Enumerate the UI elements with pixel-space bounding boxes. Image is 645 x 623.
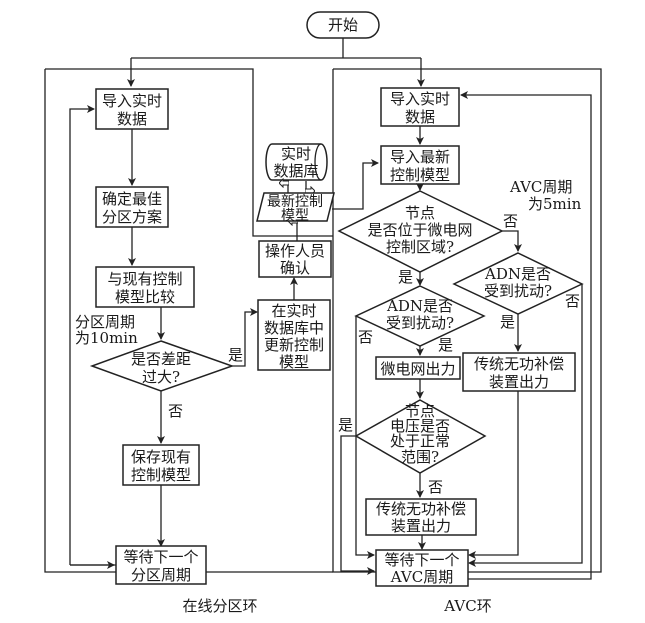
voltage-line4: 范围? (401, 448, 439, 466)
determine-partition-line2: 分区方案 (102, 208, 162, 226)
microgrid-output-label: 微电网出力 (380, 360, 455, 378)
left-loop-caption: 在线分区环 (182, 597, 257, 615)
operator-confirm-line2: 确认 (280, 259, 310, 277)
arrow-voltage-yes-to-wait (340, 435, 375, 575)
traditional-output-left-box (365, 498, 477, 536)
right-period-note-line2: 为5min (528, 195, 582, 213)
left-import-data-line1: 导入实时 (102, 92, 162, 110)
adn-left-no-label: 否 (358, 328, 373, 346)
right-import-data-box (380, 87, 460, 127)
left-wait-box (115, 545, 207, 585)
operator-confirm-line1: 操作人员 (265, 242, 325, 260)
left-wait-line2: 分区周期 (131, 566, 191, 584)
voltage-line2: 电压是否 (390, 417, 450, 435)
node-in-microgrid-line2: 是否位于微电网 (367, 221, 472, 239)
latest-model-parallelogram (256, 192, 335, 222)
voltage-line1: 节点 (405, 402, 435, 420)
left-import-data-box (95, 88, 169, 130)
voltage-line3: 处于正常 (390, 432, 450, 450)
right-wait-line2: AVC周期 (390, 568, 453, 586)
arrow-gap-yes-to-update (232, 308, 258, 367)
update-db-line3: 更新控制 (264, 336, 324, 354)
right-loop-back-to-import (460, 91, 592, 580)
left-period-note-line2: 为10min (75, 329, 138, 347)
realtime-db-line1: 实时 (281, 145, 311, 163)
start-connector (131, 38, 421, 59)
arrow-adn-right-no-to-wait (468, 284, 583, 567)
adn-left-line2: 受到扰动? (386, 314, 454, 332)
microgrid-output-box (375, 356, 461, 380)
trad-left-line1: 传统无功补偿 (376, 500, 466, 518)
compare-model-line1: 与现有控制 (107, 270, 182, 288)
adn-right-yes-label: 是 (500, 313, 515, 331)
compare-model-box (95, 266, 195, 308)
operator-confirm-box (258, 240, 332, 278)
adn-left-yes-label: 是 (438, 336, 453, 354)
right-wait-line1: 等待下一个 (384, 551, 459, 569)
gap-decision-line2: 过大? (142, 368, 180, 386)
import-model-line1: 导入最新 (390, 148, 450, 166)
right-period-note-line1: AVC周期 (509, 178, 572, 196)
latest-model-line2: 模型 (281, 208, 309, 224)
left-loop-frame (44, 68, 333, 573)
trad-right-line2: 装置出力 (489, 373, 549, 391)
realtime-db-line2: 数据库 (273, 162, 318, 180)
trad-left-line2: 装置出力 (391, 517, 451, 535)
trad-right-line1: 传统无功补偿 (474, 355, 564, 373)
compare-model-line2: 模型比较 (115, 288, 175, 306)
arrow-node-no-to-adn-right (502, 230, 522, 252)
update-db-box (257, 299, 331, 371)
gap-decision-line1: 是否差距 (131, 350, 191, 368)
latest-model-line1: 最新控制 (267, 194, 323, 210)
realtime-db-cylinder-edge (314, 143, 322, 181)
node-in-microgrid-line1: 节点 (405, 204, 435, 222)
right-wait-box (375, 549, 469, 587)
save-model-line2: 控制模型 (131, 466, 191, 484)
arrow-adn-left-no-to-wait (355, 316, 375, 559)
import-model-line2: 控制模型 (390, 166, 450, 184)
right-import-data-line1: 导入实时 (390, 90, 450, 108)
update-db-line4: 模型 (279, 353, 309, 371)
gap-no-label: 否 (168, 402, 183, 420)
determine-partition-line1: 确定最佳 (102, 190, 162, 208)
adn-right-line1: ADN是否 (484, 265, 551, 283)
adn-right-no-label: 否 (565, 292, 580, 310)
node-no-label: 否 (503, 212, 518, 230)
gap-yes-label: 是 (228, 346, 243, 364)
update-db-line1: 在实时 (271, 302, 316, 320)
traditional-output-right-box (462, 352, 576, 392)
adn-left-line1: ADN是否 (386, 297, 453, 315)
right-loop-caption: AVC环 (443, 597, 491, 615)
node-yes-label: 是 (398, 268, 413, 286)
adn-right-line2: 受到扰动? (484, 282, 552, 300)
update-db-line2: 数据库中 (264, 319, 324, 337)
right-import-data-line2: 数据 (405, 108, 435, 126)
left-period-note-line1: 分区周期 (75, 313, 135, 331)
left-loop-back-vertical (69, 105, 95, 565)
save-model-line1: 保存现有 (131, 448, 191, 466)
left-import-data-line2: 数据 (117, 110, 147, 128)
voltage-no-label: 否 (428, 478, 443, 496)
right-loop-frame (332, 68, 602, 573)
start-label: 开始 (328, 16, 358, 34)
voltage-yes-label: 是 (338, 416, 353, 434)
arrow-trad-right-to-wait (468, 391, 519, 559)
arrow-latest-model-to-import-model (332, 159, 379, 210)
left-wait-line1: 等待下一个 (123, 548, 198, 566)
save-model-box (122, 444, 200, 486)
node-in-microgrid-line3: 控制区域? (386, 238, 454, 256)
